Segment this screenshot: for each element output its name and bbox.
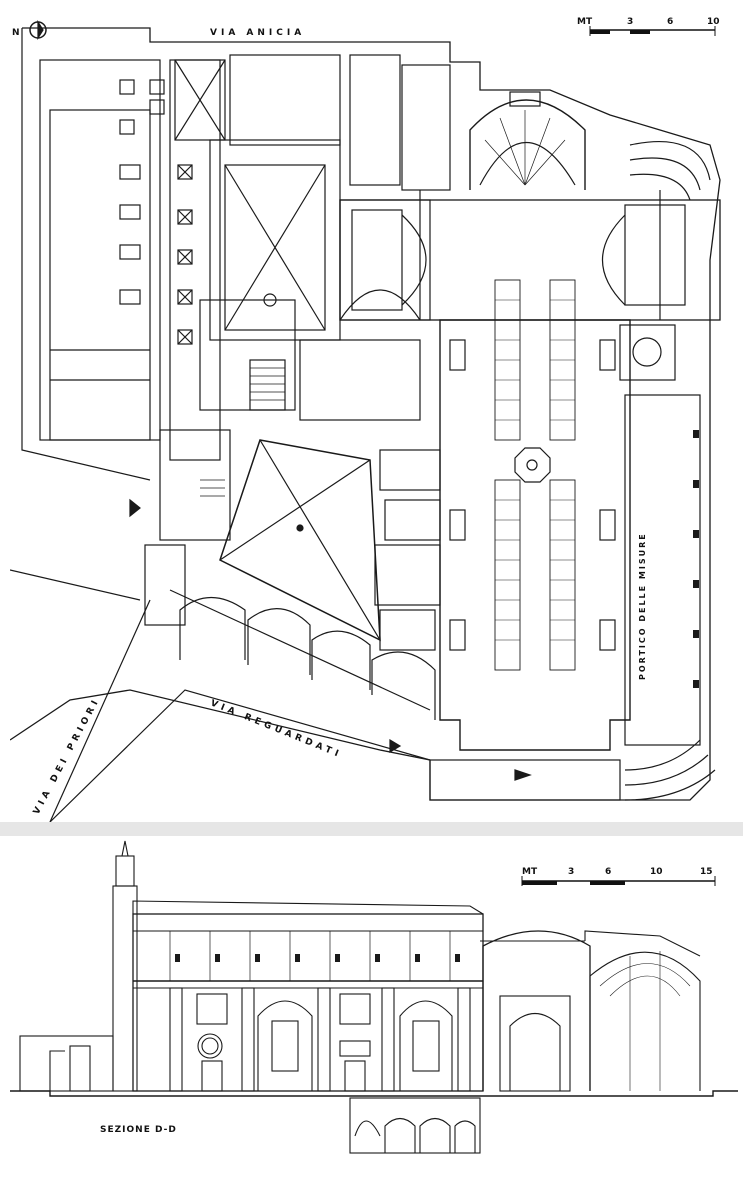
section-panel: SEZIONE D-D MT 3 6 10 15 [10,836,738,1176]
street-label-left: VIA DEI PRIORI [32,696,102,817]
portico-label: PORTICO DELLE MISURE [638,532,647,680]
plan-scale-tick: 10 [707,17,720,27]
north-label: N [12,28,20,38]
section-scale-unit: MT [522,867,538,877]
section-drawing [10,840,738,1154]
street-label-top: VIA ANICIA [210,28,305,38]
section-title: SEZIONE D-D [100,1125,177,1135]
section-scale-tick: 10 [650,867,663,877]
plan-scale-bar [589,26,716,36]
plan-scale-unit: MT [577,17,593,27]
street-label-bottom: VIA REGUARDATI [209,699,344,761]
section-scale-tick: 15 [700,867,713,877]
section-scale-tick: 6 [605,867,611,877]
panel-divider [0,822,743,836]
floor-plan-drawing [9,19,721,823]
section-scale-tick: 3 [568,867,574,877]
floor-plan-panel: N VIA ANICIA VIA DEI PRIORI VIA REGUARDA… [9,0,738,823]
plan-scale-tick: 6 [667,17,673,27]
plan-scale-tick: 3 [627,17,633,27]
section-scale-bar [521,876,716,886]
